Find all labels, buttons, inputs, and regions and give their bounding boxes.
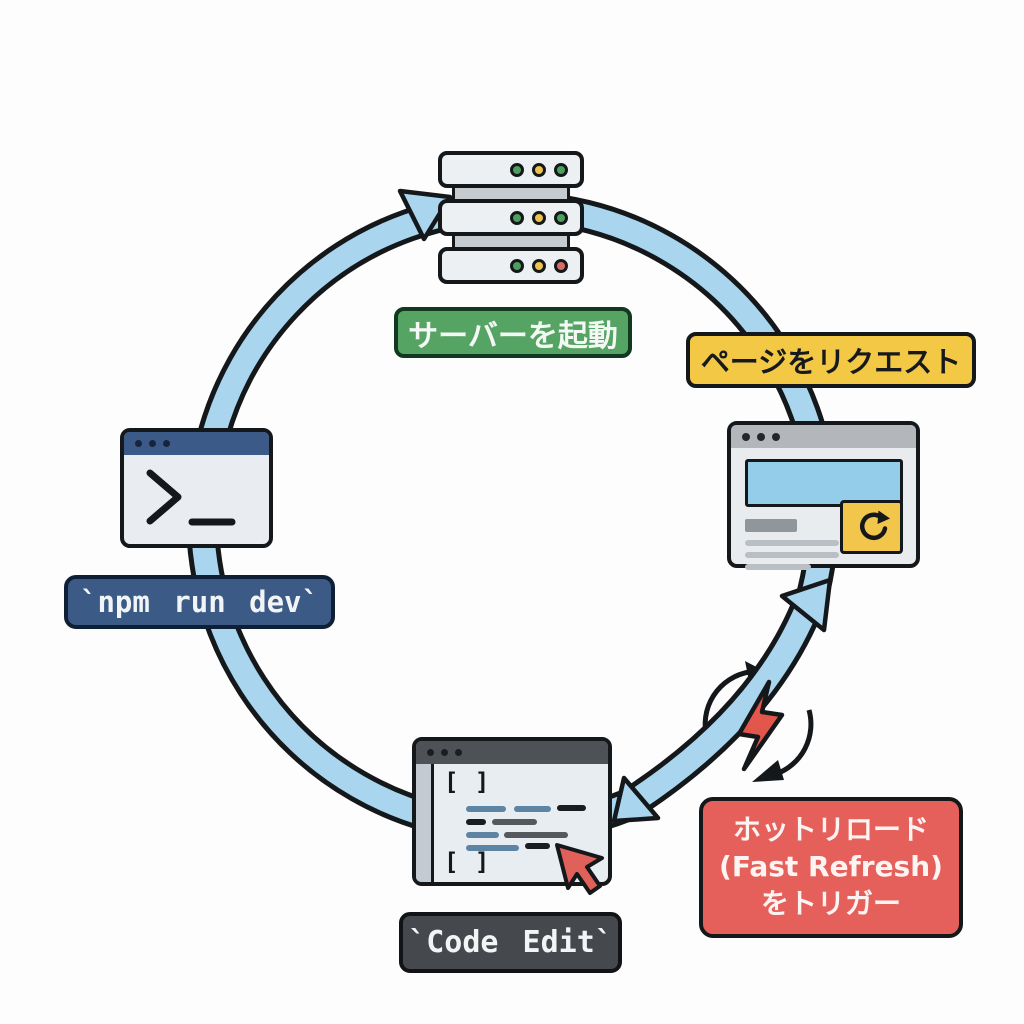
window-dot — [455, 749, 462, 756]
double-arrow — [611, 577, 833, 824]
window-dot — [757, 432, 765, 441]
browser-hero-block — [745, 459, 903, 507]
hot-reload-line-1: ホットリロード — [732, 813, 929, 847]
window-dot — [149, 440, 156, 447]
code-line — [466, 806, 506, 812]
led-yellow — [532, 162, 546, 177]
terminal-window-icon — [120, 428, 273, 548]
code-line — [514, 806, 551, 812]
code-line — [504, 832, 568, 838]
lightning-bolt-icon — [736, 679, 785, 772]
code-line — [466, 832, 499, 838]
server-unit — [438, 199, 584, 236]
code-line — [466, 845, 519, 851]
server-unit — [438, 247, 584, 284]
arrowhead-to-server — [397, 188, 453, 242]
server-unit — [438, 151, 584, 188]
hot-reload-line-2: (Fast Refresh) — [719, 850, 943, 884]
window-dot — [427, 749, 434, 756]
code-line — [525, 843, 550, 849]
led-green — [510, 210, 524, 225]
browser-window-icon — [727, 421, 920, 570]
browser-text-line — [745, 552, 839, 558]
label-code-edit: `Code Edit` — [399, 912, 622, 973]
editor-content: [ ] [ ] — [434, 764, 608, 882]
cursor-icon — [555, 843, 604, 895]
editor-gutter — [416, 764, 434, 882]
browser-refresh-button — [840, 500, 903, 554]
led-red — [554, 258, 568, 273]
server-stack-icon — [438, 151, 584, 284]
led-yellow — [532, 258, 546, 273]
led-green — [554, 210, 568, 225]
label-npm-run-dev: `npm run dev` — [64, 575, 335, 629]
bracket-token: [ ] — [444, 848, 491, 876]
terminal-prompt-icon — [146, 469, 236, 526]
label-request-page: ページをリクエスト — [686, 332, 976, 388]
refresh-icon — [859, 510, 890, 540]
window-dot — [135, 440, 142, 447]
browser-text-line — [745, 540, 839, 546]
terminal-titlebar — [124, 432, 269, 455]
code-line — [492, 819, 537, 825]
code-line — [466, 819, 486, 825]
editor-titlebar — [416, 741, 608, 764]
hot-reload-line-3: をトリガー — [760, 886, 901, 920]
window-dot — [441, 749, 448, 756]
led-green — [554, 162, 568, 177]
led-yellow — [532, 210, 546, 225]
refresh-arc-arrowhead-bottom — [752, 760, 784, 782]
arrowhead-to-browser — [779, 577, 833, 633]
browser-heading-block — [745, 519, 797, 532]
arrowhead-to-editor — [611, 775, 661, 824]
code-line — [557, 805, 586, 811]
label-start-server: サーバーを起動 — [394, 307, 632, 358]
window-dot — [742, 432, 750, 441]
led-green — [510, 258, 524, 273]
browser-titlebar — [731, 425, 916, 448]
label-hot-reload: ホットリロード (Fast Refresh) をトリガー — [699, 797, 963, 938]
browser-text-line — [745, 564, 811, 570]
window-dot — [772, 432, 780, 441]
bracket-token: [ ] — [444, 768, 491, 796]
led-green — [510, 162, 524, 177]
window-dot — [163, 440, 170, 447]
